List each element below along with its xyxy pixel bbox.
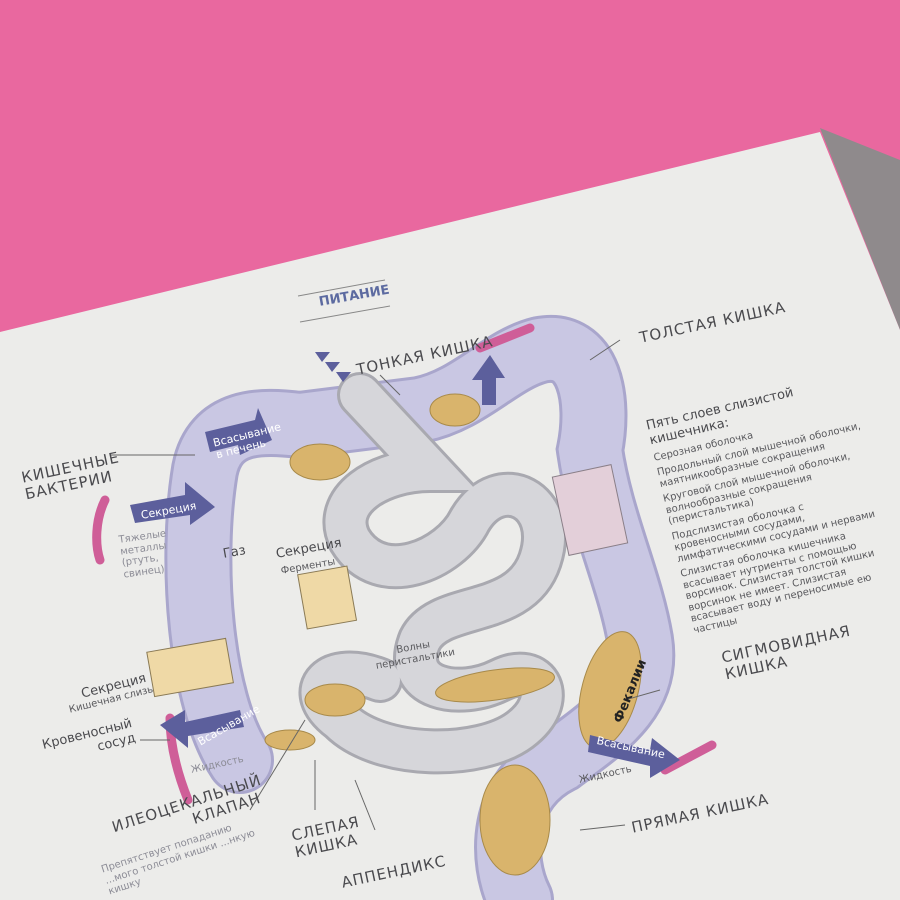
section-rule (297, 279, 386, 297)
section-rule (299, 305, 391, 323)
feces-blobs (264, 393, 642, 876)
arrows (130, 352, 680, 778)
enzyme-secretion-box (297, 565, 358, 630)
large-intestine-fill (167, 318, 673, 900)
small-intestine-fill (301, 375, 564, 772)
leader-lines (110, 339, 661, 831)
heavy-metals-label: Тяжелые металлы (ртуть, свинец) (118, 528, 168, 581)
book-page-edge (820, 128, 900, 330)
layers-cutout (551, 464, 629, 556)
mucus-secretion-box (146, 637, 234, 698)
